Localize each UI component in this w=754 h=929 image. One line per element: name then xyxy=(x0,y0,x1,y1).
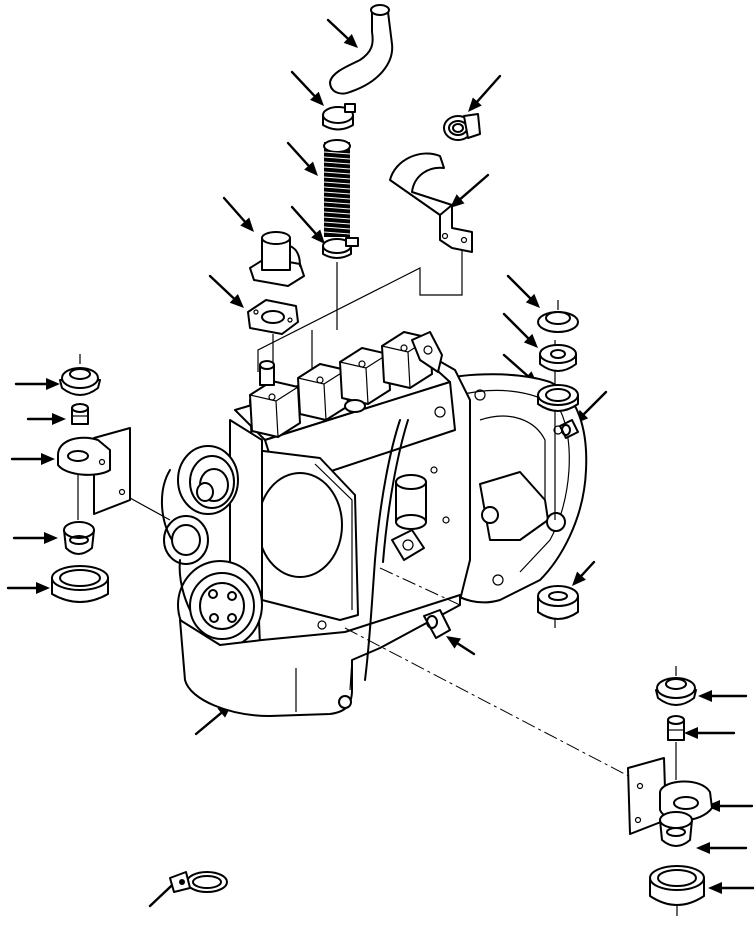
mount-cushion-icon xyxy=(59,354,101,396)
arrow-icon xyxy=(506,274,540,308)
mount-cup-icon xyxy=(659,811,693,847)
snubber-washer-icon xyxy=(649,865,705,916)
flex-hose-icon xyxy=(323,139,351,237)
arrow-icon xyxy=(222,196,254,232)
arrow-icon xyxy=(468,74,502,112)
mount-cup-icon xyxy=(63,521,95,555)
arrow-icon xyxy=(684,727,736,739)
arrow-icon xyxy=(286,141,318,176)
arrow-icon xyxy=(208,274,244,308)
arrow-icon xyxy=(326,18,358,48)
snubber-washer-icon xyxy=(51,565,109,603)
arrow-icon xyxy=(290,70,324,106)
arrow-icon xyxy=(708,882,754,894)
tie-strap-icon xyxy=(169,871,228,893)
fitting-icon xyxy=(559,419,579,439)
support-bracket-icon xyxy=(389,152,473,253)
arrow-icon xyxy=(10,453,55,465)
gasket-icon xyxy=(247,299,299,335)
radiator-hose-upper-icon xyxy=(329,4,394,95)
snubber-washer-icon xyxy=(537,384,579,412)
thermostat-housing-icon xyxy=(249,231,305,287)
mount-cushion-icon xyxy=(655,666,697,706)
arrow-icon xyxy=(696,842,748,854)
arrow-icon xyxy=(446,636,476,656)
spacer-icon xyxy=(71,403,89,425)
engine-block-icon xyxy=(160,331,588,717)
spacer-icon xyxy=(667,715,685,780)
arrow-icon xyxy=(290,205,325,244)
hose-clamp-icon xyxy=(322,237,359,259)
hose-clamp-icon xyxy=(322,103,356,131)
arrow-icon xyxy=(14,378,60,390)
arrow-icon xyxy=(26,413,66,425)
cable-clip-icon xyxy=(423,609,451,639)
arrow-icon xyxy=(450,173,490,208)
mount-cushion-icon xyxy=(537,585,579,620)
arrow-icon xyxy=(6,582,50,594)
arrow-icon xyxy=(698,690,748,702)
arrow-icon xyxy=(12,532,58,544)
spacer-icon xyxy=(539,344,577,372)
mount-bracket-icon xyxy=(57,427,171,521)
arrow-icon xyxy=(572,560,596,586)
spring-clamp-icon xyxy=(443,113,481,141)
arrow-icon xyxy=(502,312,538,348)
mount-cushion-icon xyxy=(537,300,579,333)
arrow-icon xyxy=(706,800,754,812)
